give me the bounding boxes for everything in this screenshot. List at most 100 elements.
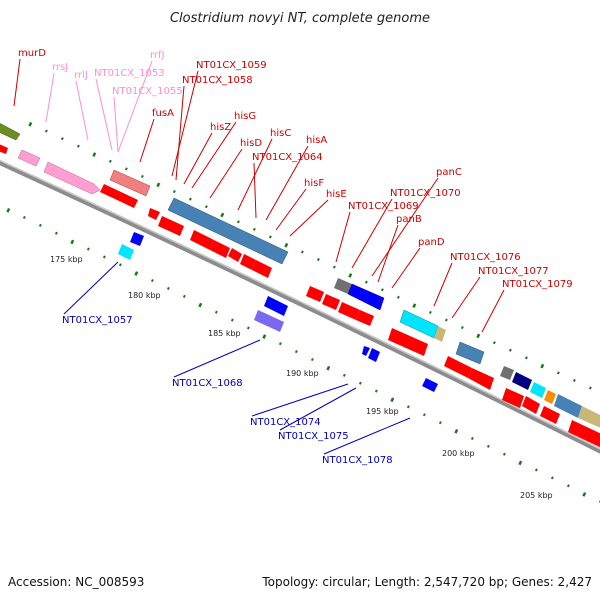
inner-tick-2: [38, 223, 42, 227]
gene-label-hise[interactable]: hisE: [326, 189, 347, 200]
inner-tick-15: [246, 326, 250, 330]
gene-label-nt01cx-1076[interactable]: NT01CX_1076: [450, 252, 521, 263]
outer-tick-7: [140, 174, 144, 178]
leader-line-nt01cx-1057: [63, 261, 119, 315]
gene-hisE[interactable]: [306, 286, 324, 302]
outer-tick-12: [220, 212, 225, 218]
inner-tick-19: [310, 357, 314, 362]
gene-NT01CX_1057[interactable]: [130, 232, 144, 246]
gene-label-hisz[interactable]: hisZ: [210, 122, 231, 133]
gene-hisA[interactable]: [240, 254, 256, 270]
gene-label-rrfj[interactable]: rrfJ: [150, 50, 165, 61]
leader-line-hisc: [237, 138, 273, 211]
gene-label-nt01cx-1077[interactable]: NT01CX_1077: [478, 266, 549, 277]
gene-label-hisc[interactable]: hisC: [270, 128, 291, 139]
gene-NT01CX_1078[interactable]: [422, 378, 438, 392]
leader-line-nt01cx-1058: [175, 85, 185, 181]
gene-red-c[interactable]: [148, 208, 160, 220]
inner-tick-21: [342, 373, 346, 377]
gene-hisC[interactable]: [228, 248, 242, 262]
gene-label-nt01cx-1074[interactable]: NT01CX_1074: [250, 417, 321, 428]
gene-cyan-2[interactable]: [530, 382, 546, 398]
gene-label-hisd[interactable]: hisD: [240, 138, 262, 149]
gene-hisF[interactable]: [252, 260, 272, 278]
gene-label-nt01cx-1079[interactable]: NT01CX_1079: [502, 279, 573, 290]
gene-panC[interactable]: [322, 294, 340, 310]
leader-line-nt01cx-1074: [251, 383, 349, 417]
gene-tan-1[interactable]: [434, 326, 446, 342]
gene-NT01CX_1068-a[interactable]: [264, 296, 288, 316]
leader-line-murd: [13, 58, 21, 107]
tick-label-205: 205 kbp: [520, 491, 553, 500]
gene-1079[interactable]: [468, 368, 494, 390]
gene-label-nt01cx-1055[interactable]: NT01CX_1055: [112, 86, 183, 97]
gene-label-panc[interactable]: panC: [436, 167, 462, 178]
gene-label-panb[interactable]: panB: [396, 214, 422, 225]
gene-hisZ[interactable]: [190, 230, 214, 250]
outer-tick-32: [540, 363, 545, 369]
gene-label-rrsj[interactable]: rrsJ: [52, 62, 68, 73]
gene-1077[interactable]: [444, 356, 472, 378]
leader-line-panb: [377, 224, 399, 283]
gene-hisG[interactable]: [158, 216, 184, 236]
gene-cyan-small[interactable]: [118, 244, 134, 260]
gene-1076[interactable]: [388, 328, 428, 356]
leader-line-nt01cx-1079: [481, 289, 505, 333]
inner-tick-35: [566, 484, 570, 488]
inner-tick-30: [486, 444, 490, 448]
gene-label-nt01cx-1068[interactable]: NT01CX_1068: [172, 378, 243, 389]
gene-label-fusa[interactable]: fusA: [152, 108, 174, 119]
gene-steelblue-3[interactable]: [554, 394, 582, 418]
inner-tick-32: [518, 460, 523, 466]
outer-tick-15: [268, 235, 272, 239]
gene-NT01CX_1068-b[interactable]: [254, 310, 284, 332]
gene-label-hisa[interactable]: hisA: [306, 135, 327, 146]
gene-red-d[interactable]: [502, 388, 524, 408]
gene-murD[interactable]: [0, 118, 21, 141]
gene-red-b[interactable]: [100, 184, 138, 208]
gene-grey-1[interactable]: [334, 278, 352, 294]
leader-line-nt01cx-1077: [451, 276, 481, 319]
gene-red-f[interactable]: [540, 406, 560, 424]
gene-fusA-pale[interactable]: [109, 169, 151, 197]
gene-label-nt01cx-1059[interactable]: NT01CX_1059: [196, 60, 267, 71]
gene-1069[interactable]: [356, 310, 374, 326]
gene-NT01CX_1074[interactable]: [362, 346, 370, 356]
gene-navy[interactable]: [512, 372, 532, 390]
outer-tick-11: [204, 205, 208, 209]
gene-grey-2[interactable]: [500, 366, 514, 380]
gene-rrsJ[interactable]: [17, 149, 41, 167]
gene-tan-2[interactable]: [578, 406, 600, 432]
inner-tick-8: [134, 271, 139, 276]
gene-rrlJ[interactable]: [43, 161, 101, 195]
gene-orange[interactable]: [544, 390, 556, 404]
gene-his-operon-block[interactable]: [167, 197, 289, 265]
gene-blue-pair[interactable]: [347, 283, 385, 311]
gene-steelblue-2[interactable]: [455, 341, 485, 365]
inner-tick-24: [390, 397, 395, 403]
gene-label-murd[interactable]: murD: [18, 48, 46, 59]
gene-label-nt01cx-1075[interactable]: NT01CX_1075: [278, 431, 349, 442]
gene-label-nt01cx-1058[interactable]: NT01CX_1058: [182, 75, 253, 86]
gene-label-hisg[interactable]: hisG: [234, 111, 256, 122]
gene-NT01CX_1075[interactable]: [368, 348, 380, 362]
gene-red-a[interactable]: [0, 140, 8, 154]
gene-red-g[interactable]: [568, 420, 600, 452]
outer-tick-2: [60, 137, 64, 141]
gene-label-nt01cx-1078[interactable]: NT01CX_1078: [322, 455, 393, 466]
gene-panB[interactable]: [338, 302, 360, 320]
gene-label-hisf[interactable]: hisF: [304, 178, 324, 189]
gene-panD-cyan[interactable]: [399, 309, 439, 339]
gene-label-nt01cx-1057[interactable]: NT01CX_1057: [62, 315, 133, 326]
gene-label-rrlj[interactable]: rrlJ: [74, 70, 88, 81]
gene-label-nt01cx-1070[interactable]: NT01CX_1070: [390, 188, 461, 199]
gene-red-e[interactable]: [522, 396, 540, 414]
gene-label-pand[interactable]: panD: [418, 237, 445, 248]
inner-tick-7: [118, 263, 122, 267]
gene-label-nt01cx-1064[interactable]: NT01CX_1064: [252, 152, 323, 163]
gene-label-nt01cx-1069[interactable]: NT01CX_1069: [348, 201, 419, 212]
outer-tick-17: [300, 250, 304, 254]
gene-label-nt01cx-1053[interactable]: NT01CX_1053: [94, 68, 165, 79]
inner-tick-11: [182, 294, 186, 298]
gene-hisD[interactable]: [210, 240, 230, 258]
